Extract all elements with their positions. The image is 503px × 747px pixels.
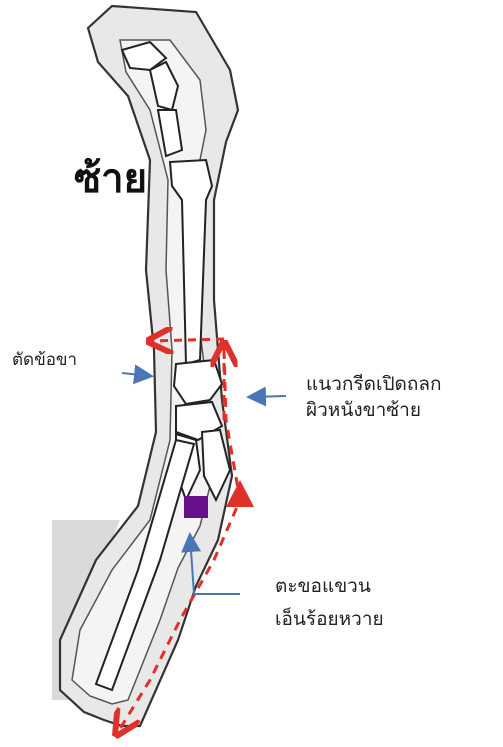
cut-joint-pointer bbox=[122, 373, 150, 376]
hook-point-label-2: เอ็นร้อยหวาย bbox=[275, 603, 384, 636]
hook-marker-square bbox=[184, 496, 208, 518]
hook-point-label-1: ตะขอแขวน bbox=[275, 570, 384, 603]
hook-point-label: ตะขอแขวน เอ็นร้อยหวาย bbox=[275, 570, 384, 636]
incision-line-label-1: แนวกรีดเปิดถลก bbox=[306, 371, 442, 397]
diagram-title: ซ้าย bbox=[74, 146, 147, 210]
incision-line-label-2: ผิวหนังขาซ้าย bbox=[306, 397, 442, 423]
incision-line-label: แนวกรีดเปิดถลก ผิวหนังขาซ้าย bbox=[306, 371, 442, 423]
cut-joint-label: ตัดข้อขา bbox=[12, 346, 77, 373]
incision-pointer bbox=[250, 396, 286, 397]
